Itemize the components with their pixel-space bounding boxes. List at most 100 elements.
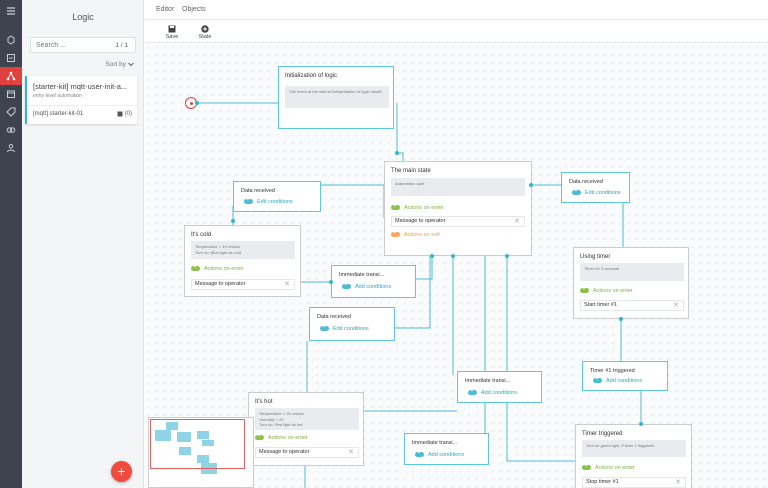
link-label: Add conditions <box>481 390 518 396</box>
actions-on-enter-label: Actions on enter <box>593 288 633 294</box>
sort-dropdown[interactable]: Sort by <box>105 61 134 68</box>
remove-icon[interactable]: ✕ <box>514 218 520 225</box>
link-label: Add conditions <box>428 452 465 458</box>
add-conditions-link[interactable]: Add conditions <box>342 282 392 290</box>
actions-on-enter[interactable]: Actions on enter <box>391 203 444 211</box>
save-button[interactable]: Save <box>160 25 184 40</box>
add-icon <box>255 433 264 440</box>
chevron-down-icon <box>128 62 134 67</box>
actions-on-enter[interactable]: Actions on enter <box>582 463 635 471</box>
tab-editor[interactable]: Editor <box>156 6 175 13</box>
logic-canvas[interactable]: Initialization of logic The event at the… <box>145 43 768 488</box>
remove-icon[interactable]: ✕ <box>348 449 354 456</box>
port-dot <box>395 151 399 155</box>
state-label: State <box>198 34 212 40</box>
node-title: It's hot <box>255 399 273 405</box>
actions-on-enter[interactable]: Actions on enter <box>191 264 244 272</box>
actions-on-enter[interactable]: Actions on enter <box>580 286 633 294</box>
action-row[interactable]: Message to operator✕ <box>191 279 295 290</box>
tab-objects[interactable]: Objects <box>182 6 206 13</box>
devices-icon[interactable] <box>0 31 22 49</box>
add-conditions-link[interactable]: Add conditions <box>593 376 642 384</box>
action-row[interactable]: Start timer #1✕ <box>580 300 684 311</box>
state-node-timer[interactable]: Using timer Timer for 5 seconds Actions … <box>573 247 689 319</box>
add-conditions-link[interactable]: Add conditions <box>468 388 518 396</box>
transition-data-received-3[interactable]: Data received Edit conditions <box>561 172 630 203</box>
state-node-init[interactable]: Initialization of logic The event at the… <box>278 66 394 129</box>
remove-icon[interactable]: ✕ <box>673 302 679 309</box>
actions-on-enter-label: Actions on enter <box>204 266 244 272</box>
port-dot <box>430 254 434 258</box>
actions-on-exit-label: Actions on exit <box>404 232 440 238</box>
action-label: Stop timer #1 <box>586 479 619 485</box>
add-icon <box>342 282 351 289</box>
port-dot <box>451 254 455 258</box>
sort-label: Sort by <box>105 61 126 68</box>
dashboard-icon[interactable] <box>0 49 22 67</box>
port-dot <box>529 183 533 187</box>
node-title: Initialization of logic <box>285 73 338 79</box>
action-row[interactable]: Message to operator ✕ <box>391 216 525 227</box>
minimap-viewport[interactable] <box>150 419 245 469</box>
action-row[interactable]: Stop timer #1 ✕ <box>582 477 686 488</box>
node-description: The event at the start of interpretation… <box>285 86 389 108</box>
transition-immediate-1[interactable]: Immediate transi... Add conditions <box>331 265 416 298</box>
edit-conditions-link[interactable]: Edit conditions <box>320 324 369 332</box>
transition-title: Data received <box>569 179 603 185</box>
search-input[interactable]: Search ... 1 / 1 <box>30 37 136 53</box>
user-icon[interactable] <box>0 139 22 157</box>
remove-icon[interactable]: ✕ <box>284 281 290 288</box>
integrations-icon[interactable] <box>0 121 22 139</box>
state-node-main[interactable]: The main state Automation start Actions … <box>384 161 532 256</box>
edit-icon <box>572 188 581 195</box>
wire-it3 <box>463 256 486 452</box>
actions-on-exit[interactable]: Actions on exit <box>391 230 440 238</box>
actions-on-enter-label: Actions on enter <box>595 465 635 471</box>
transition-immediate-2[interactable]: Immediate transi... Add conditions <box>457 371 542 403</box>
transition-title: Immediate transi... <box>339 272 385 278</box>
add-icon <box>593 376 602 383</box>
desc-line: Turn on: Red light as hot <box>259 422 303 428</box>
connection-lines <box>193 102 642 488</box>
menu-icon[interactable] <box>0 2 22 20</box>
port-dot <box>639 422 643 426</box>
tag-icon[interactable] <box>0 103 22 121</box>
state-node-timer-triggered[interactable]: Timer triggered Turn on green light, if … <box>575 424 692 488</box>
action-label: Message to operator <box>395 218 446 224</box>
port-dot <box>195 101 199 105</box>
edit-conditions-link[interactable]: Edit conditions <box>572 188 621 196</box>
minimap[interactable] <box>148 417 254 488</box>
calendar-icon[interactable] <box>0 85 22 103</box>
add-logic-button[interactable]: + <box>111 461 132 482</box>
remove-icon[interactable]: ✕ <box>675 479 681 486</box>
save-icon <box>168 25 176 33</box>
action-label: Message to operator <box>259 449 310 455</box>
transition-data-received-1[interactable]: Data received Edit conditions <box>233 181 321 212</box>
port-dot <box>329 280 333 284</box>
action-row[interactable]: Message to operator ✕ <box>255 447 359 458</box>
transition-timer-triggered[interactable]: Timer #1 triggered Add conditions <box>582 361 668 391</box>
actions-on-enter[interactable]: Actions on enter <box>255 433 308 441</box>
device-icon <box>117 111 123 117</box>
port-dot <box>505 254 509 258</box>
add-conditions-link[interactable]: Add conditions <box>415 450 465 458</box>
logic-icon[interactable] <box>0 67 22 85</box>
transition-title: Data received <box>317 314 351 320</box>
logic-card[interactable]: [starter-kit] mqtt-user-init-a... entry … <box>25 76 137 124</box>
transition-data-received-2[interactable]: Data received Edit conditions <box>309 307 395 341</box>
minimap-block <box>166 422 178 430</box>
wire-it1-main <box>416 256 433 280</box>
edit-conditions-link[interactable]: Edit conditions <box>244 197 293 205</box>
logic-sidebar: Logic Search ... 1 / 1 Sort by [starter-… <box>22 0 144 488</box>
wire-main-dr2 <box>395 256 431 329</box>
link-label: Add conditions <box>355 284 392 290</box>
editor-tabs: Editor Objects <box>145 0 768 20</box>
transition-immediate-3[interactable]: Immediate transi... Add conditions <box>404 433 489 465</box>
minimap-block <box>177 432 191 442</box>
logic-card-tag: [mqtt] starter-kit-01 <box>33 111 84 117</box>
minimap-block <box>197 431 209 439</box>
state-button[interactable]: State <box>193 25 217 40</box>
